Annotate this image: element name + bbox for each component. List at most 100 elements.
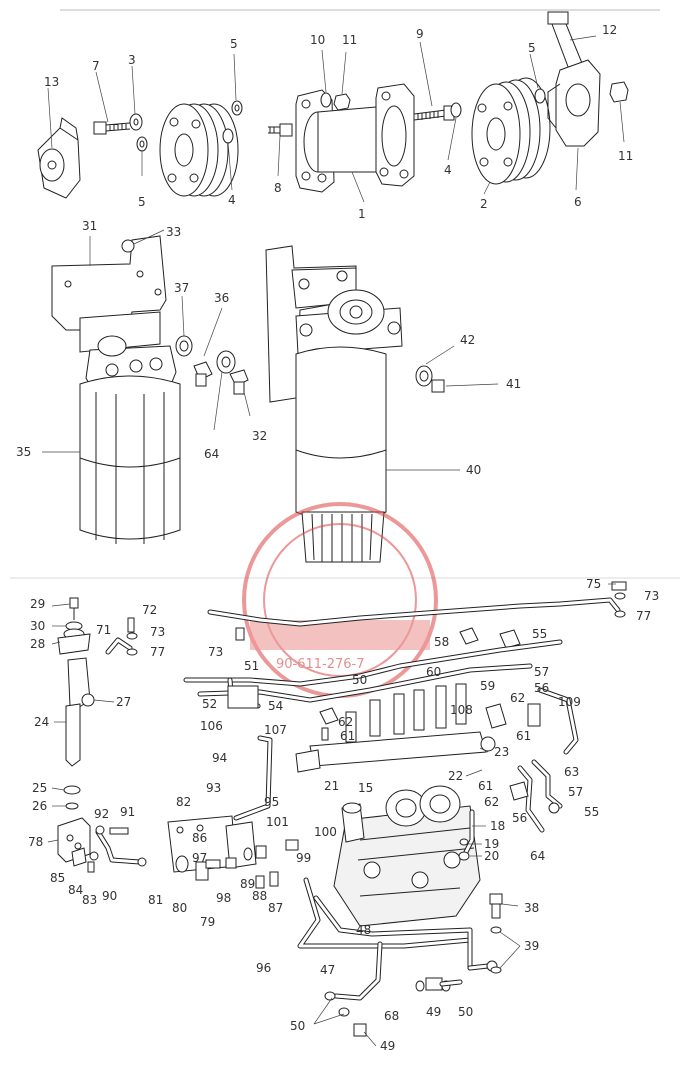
label-83: 83 xyxy=(82,893,97,907)
watermark-text: 90-611-276-7 xyxy=(276,657,365,672)
label-100: 100 xyxy=(314,825,337,839)
label-49b: 49 xyxy=(380,1039,395,1053)
label-78: 78 xyxy=(28,835,43,849)
label-32: 32 xyxy=(252,429,267,443)
label-7: 7 xyxy=(92,59,100,73)
label-18: 18 xyxy=(490,819,505,833)
washer-37 xyxy=(175,335,193,357)
part-13-bracket xyxy=(37,117,81,199)
label-5a: 5 xyxy=(138,195,146,209)
label-8: 8 xyxy=(274,181,282,195)
part-labels: 1 2 3 4 4 5 5 5 6 7 8 9 10 11 11 12 13 3… xyxy=(16,23,659,1053)
filter-left-assembly xyxy=(51,235,181,544)
label-96: 96 xyxy=(256,961,271,975)
label-93: 93 xyxy=(206,781,221,795)
label-11b: 11 xyxy=(618,149,633,163)
label-73b: 73 xyxy=(644,589,659,603)
label-54: 54 xyxy=(268,699,283,713)
label-51: 51 xyxy=(244,659,259,673)
label-61c: 61 xyxy=(478,779,493,793)
leader-lines-bottom xyxy=(47,583,616,1047)
injector-group xyxy=(57,597,95,810)
label-61b: 61 xyxy=(340,729,355,743)
label-48: 48 xyxy=(356,923,371,937)
washer-4-right xyxy=(450,102,462,118)
clips-58-55 xyxy=(459,627,521,649)
part-8-bolt xyxy=(268,123,293,137)
label-101: 101 xyxy=(266,815,289,829)
part-6-bracket xyxy=(547,59,601,147)
label-81: 81 xyxy=(148,893,163,907)
part-9-bolt xyxy=(413,105,455,121)
label-71: 71 xyxy=(96,623,111,637)
filter-right-assembly xyxy=(265,245,403,563)
label-90: 90 xyxy=(102,889,117,903)
label-77a: 77 xyxy=(150,645,165,659)
label-63: 63 xyxy=(564,765,579,779)
label-60: 60 xyxy=(426,665,441,679)
bolt-36 xyxy=(193,361,213,387)
washer-10 xyxy=(320,92,332,108)
label-84: 84 xyxy=(68,883,83,897)
fitting-38-39 xyxy=(489,893,503,974)
label-98: 98 xyxy=(216,891,231,905)
label-24: 24 xyxy=(34,715,49,729)
label-91: 91 xyxy=(120,805,135,819)
top-return-line xyxy=(207,581,627,627)
label-59a: 59 xyxy=(480,679,495,693)
label-25: 25 xyxy=(32,781,47,795)
label-61a: 61 xyxy=(516,729,531,743)
label-2: 2 xyxy=(480,197,488,211)
label-6: 6 xyxy=(574,195,582,209)
label-21: 21 xyxy=(324,779,339,793)
label-95: 95 xyxy=(264,795,279,809)
label-82: 82 xyxy=(176,795,191,809)
clamps-61-62-108 xyxy=(235,627,579,755)
label-9: 9 xyxy=(416,27,424,41)
label-4b: 4 xyxy=(444,163,452,177)
label-109: 109 xyxy=(558,695,581,709)
fittings-97-101 xyxy=(205,839,299,889)
label-94: 94 xyxy=(212,751,227,765)
pipes-96-47-48 xyxy=(297,877,498,972)
label-4a: 4 xyxy=(228,193,236,207)
label-5c: 5 xyxy=(528,41,536,55)
label-62b: 62 xyxy=(338,715,353,729)
label-55a: 55 xyxy=(532,627,547,641)
label-92: 92 xyxy=(94,807,109,821)
label-27: 27 xyxy=(116,695,131,709)
label-62a: 62 xyxy=(510,691,525,705)
label-97: 97 xyxy=(192,851,207,865)
label-31: 31 xyxy=(82,219,97,233)
pulley-left xyxy=(159,103,239,197)
label-33: 33 xyxy=(166,225,181,239)
label-64: 64 xyxy=(204,447,219,461)
watermark-stamp: 90-611-276-7 xyxy=(242,502,438,698)
label-29: 29 xyxy=(30,597,45,611)
fitting-49-50 xyxy=(415,977,463,992)
label-87: 87 xyxy=(268,901,283,915)
label-1: 1 xyxy=(358,207,366,221)
bolt-32 xyxy=(229,369,249,395)
label-42: 42 xyxy=(460,333,475,347)
label-37: 37 xyxy=(174,281,189,295)
washer-42 xyxy=(415,365,433,387)
washer-4-left xyxy=(222,128,234,144)
bolt-41 xyxy=(431,379,445,393)
label-39: 39 xyxy=(524,939,539,953)
label-3: 3 xyxy=(128,53,136,67)
fittings-84-85 xyxy=(71,847,99,873)
label-22: 22 xyxy=(448,769,463,783)
label-10: 10 xyxy=(310,33,325,47)
label-106: 106 xyxy=(200,719,223,733)
label-77b: 77 xyxy=(636,609,651,623)
pipe-68 xyxy=(324,941,383,1037)
label-58: 58 xyxy=(434,635,449,649)
label-62c: 62 xyxy=(484,795,499,809)
label-56a: 56 xyxy=(534,681,549,695)
pulley-right xyxy=(471,77,551,185)
label-15: 15 xyxy=(358,781,373,795)
label-47: 47 xyxy=(320,963,335,977)
injection-pipes xyxy=(183,639,563,709)
